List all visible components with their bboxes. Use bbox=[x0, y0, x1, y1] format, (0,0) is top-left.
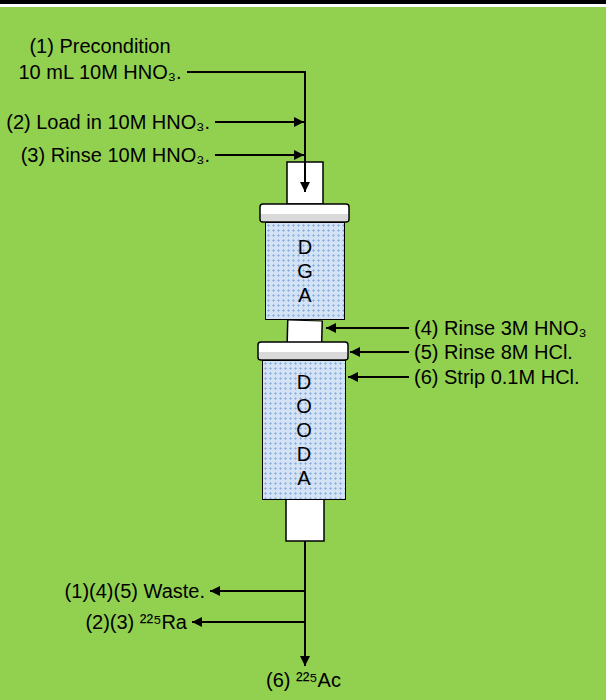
output-label: (1)(4)(5) Waste. bbox=[65, 580, 205, 602]
top-border-line bbox=[0, 4, 606, 7]
feed-arrow bbox=[215, 121, 304, 123]
output-arrow bbox=[192, 621, 305, 623]
output-arrow bbox=[304, 541, 306, 666]
column-flange bbox=[260, 204, 349, 222]
feed-arrow bbox=[326, 327, 409, 329]
output-label: (6) ²²⁵Ac bbox=[266, 669, 341, 691]
step-label: (3) Rinse 10M HNO₃. bbox=[21, 144, 210, 166]
step-label: (1) Precondition 10 mL 10M HNO₃. bbox=[18, 33, 182, 85]
column-name: DOODA bbox=[294, 370, 314, 490]
output-label: (2)(3) ²²⁵Ra bbox=[85, 611, 187, 633]
flange-shade bbox=[259, 352, 347, 359]
feed-arrow bbox=[348, 376, 409, 378]
step-label: (6) Strip 0.1M HCl. bbox=[414, 366, 580, 388]
column-flange bbox=[258, 342, 348, 360]
step-label: (4) Rinse 3M HNO₃ bbox=[414, 317, 587, 339]
step-label: (5) Rinse 8M HCl. bbox=[414, 341, 573, 363]
column-body: DOODA bbox=[262, 360, 346, 500]
column-name: DGA bbox=[295, 235, 315, 307]
flange-shade bbox=[261, 214, 348, 221]
step-label: (2) Load in 10M HNO₃. bbox=[6, 111, 210, 133]
top-border bbox=[0, 0, 606, 4]
feed-arrow bbox=[350, 351, 409, 353]
column-outlet bbox=[286, 499, 324, 541]
output-arrow bbox=[210, 590, 305, 592]
column-body: DGA bbox=[265, 222, 345, 320]
feed-arrow bbox=[215, 154, 304, 156]
